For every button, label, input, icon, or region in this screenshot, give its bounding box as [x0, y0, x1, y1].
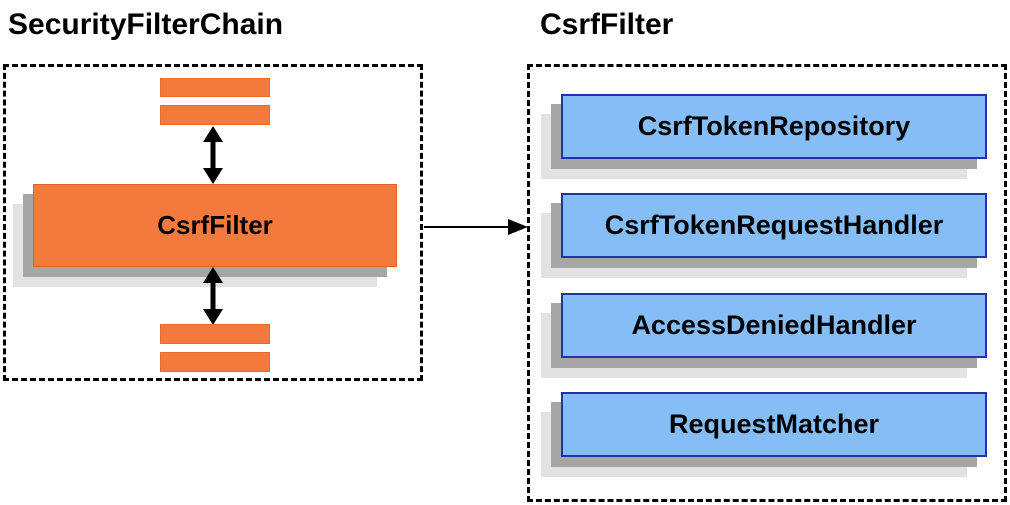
- right-arrow-icon: [424, 219, 528, 235]
- collaborator-box-csrf-token-repository: CsrfTokenRepository: [561, 94, 987, 159]
- collaborator-box-request-matcher: RequestMatcher: [561, 392, 987, 457]
- double-arrow-icon: [203, 126, 223, 184]
- security-filter-chain-frame: [3, 64, 423, 381]
- double-arrow-icon: [203, 267, 223, 325]
- filter-bar: [160, 105, 270, 125]
- collaborator-label: CsrfTokenRequestHandler: [604, 210, 944, 240]
- filter-bar: [160, 352, 270, 372]
- collaborator-box-access-denied-handler: AccessDeniedHandler: [561, 293, 987, 358]
- csrf-filter-box-label: CsrfFilter: [157, 210, 273, 240]
- csrf-filter-frame: [527, 64, 1007, 502]
- collaborator-box-csrf-token-request-handler: CsrfTokenRequestHandler: [561, 193, 987, 258]
- filter-bar: [160, 324, 270, 344]
- right-panel-title: CsrfFilter: [540, 8, 674, 41]
- csrf-filter-box: CsrfFilter: [33, 184, 397, 267]
- left-panel-title: SecurityFilterChain: [8, 8, 284, 41]
- collaborator-label: RequestMatcher: [668, 409, 880, 439]
- collaborator-label: AccessDeniedHandler: [631, 310, 917, 340]
- filter-bar: [160, 78, 270, 97]
- collaborator-label: CsrfTokenRepository: [637, 111, 911, 141]
